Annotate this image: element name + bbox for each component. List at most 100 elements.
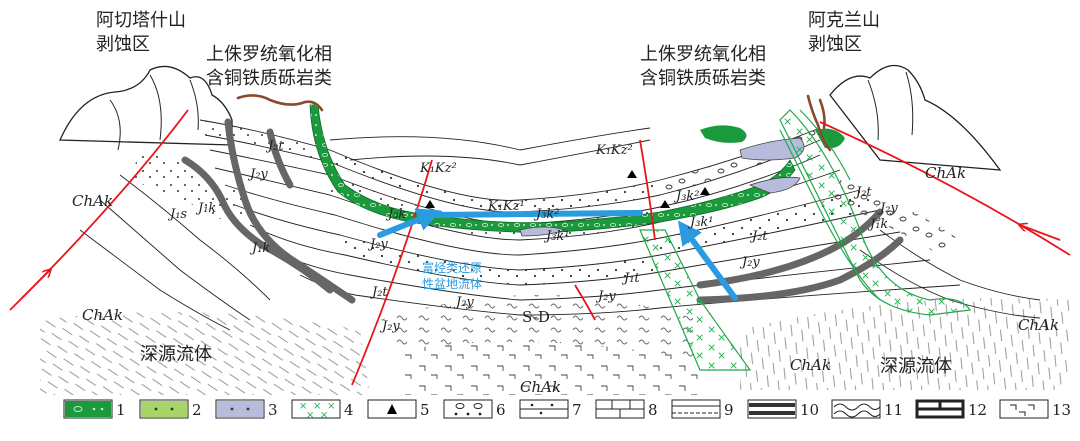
stratum-j2y-l1: J₂y xyxy=(247,167,268,182)
basin-fluid-arrows xyxy=(377,208,738,301)
stratum-j2y-c3: J₂y xyxy=(595,289,616,304)
stratum-j1k-rr: J₁k xyxy=(867,217,888,232)
stratum-j2t-rr: J₂t xyxy=(853,185,872,200)
chak-bottom-mid: ChAk xyxy=(790,356,831,374)
stratum-k1kz1: K₁Kz¹ xyxy=(487,199,525,214)
fault-small xyxy=(574,284,596,321)
legend-swatch-coal-seam xyxy=(747,399,797,419)
svg-text:×: × xyxy=(299,401,307,412)
legend-swatch-pattern xyxy=(596,400,644,418)
fault-center-left xyxy=(351,159,433,386)
legend-swatch-pattern xyxy=(141,401,187,417)
fault-right-outer xyxy=(819,121,1071,256)
sd-label: S-D xyxy=(522,308,550,326)
stratum-j1k-l: J₁k xyxy=(195,201,216,216)
stratum-j2t-l1: J₂t xyxy=(265,139,284,154)
legend-item-coal-seam: 10 xyxy=(747,399,819,419)
legend-swatch-pattern xyxy=(454,403,483,416)
legend-item-brick: 12 xyxy=(915,399,987,419)
legend-item-green-sandstone: 2 xyxy=(139,399,202,419)
legend-swatch-pattern xyxy=(833,403,881,418)
gray-blue-lenses xyxy=(519,137,805,237)
region-right-line1: 阿克兰山 xyxy=(808,10,880,31)
fault-slip-arrows xyxy=(9,225,1061,311)
stratum-j2y-rr: J₂y xyxy=(877,201,898,216)
chak-labels: ChAk ChAk ChAk ChAk ChAk ChAk S-D xyxy=(72,164,1059,396)
chak-right-upper: ChAk xyxy=(925,164,966,182)
stratum-j2y-bl: J₂y xyxy=(379,319,400,334)
legend-label: 1 xyxy=(116,401,126,419)
legend-swatch-pattern: ××××× xyxy=(299,401,335,421)
mountain-right xyxy=(829,64,1002,171)
legend-swatch-pattern xyxy=(217,401,263,417)
svg-text:×: × xyxy=(320,410,328,421)
stratum-j1t-r: J₁t xyxy=(621,271,640,286)
legend-item-green-intrusion: ×××××4 xyxy=(291,399,354,421)
stratum-j1s: J₁s xyxy=(167,207,187,222)
legend-swatch-pattern xyxy=(749,403,795,415)
legend-label: 10 xyxy=(800,401,819,419)
svg-text:×: × xyxy=(306,410,314,421)
legend-label: 9 xyxy=(724,401,734,419)
stratum-j2t-r: J₂t xyxy=(749,229,768,244)
legend-label: 11 xyxy=(884,401,903,419)
stratum-j3k1-r: J₃k¹ xyxy=(687,215,714,230)
legend-label: 6 xyxy=(496,401,506,419)
region-left-line1: 阿切塔什山 xyxy=(96,10,186,31)
region-left-line2: 剥蚀区 xyxy=(96,34,150,55)
stratum-j3k: J₃k xyxy=(385,207,406,222)
deep-fluid-right: 深源流体 xyxy=(880,356,952,377)
facies-right-line1: 上侏罗统氧化相 xyxy=(640,44,766,65)
title-labels: 阿切塔什山 剥蚀区 阿克兰山 剥蚀区 上侏罗统氧化相 含铜铁质砾岩类 上侏罗统氧… xyxy=(96,10,952,377)
legend-item-volcanic: 13 xyxy=(999,399,1071,419)
legend-swatch-pattern xyxy=(672,405,720,414)
fault-center-right xyxy=(639,139,656,241)
stratum-j2t-c: J₂t xyxy=(369,285,388,300)
legend-swatch-pattern xyxy=(915,399,965,419)
facies-left-line2: 含铜铁质砾岩类 xyxy=(206,68,332,89)
legend-label: 5 xyxy=(420,401,430,419)
stratum-k1kz2-a: K₁Kz² xyxy=(419,161,457,176)
legend-item-sandstone: 7 xyxy=(519,399,582,419)
basin-fluid-label: 富烃类还原 性盆地流体 xyxy=(422,260,482,291)
brown-oxidized-trace xyxy=(236,94,832,152)
mountain-left xyxy=(59,65,233,151)
legend-item-siltstone: 9 xyxy=(671,399,734,419)
legend-swatch-siltstone xyxy=(671,399,721,419)
region-right-line2: 剥蚀区 xyxy=(808,34,862,55)
svg-text:×: × xyxy=(313,401,321,412)
svg-text:×: × xyxy=(327,401,335,412)
facies-right-line2: 含铜铁质砾岩类 xyxy=(640,68,766,89)
chak-right-lower: ChAk xyxy=(1018,316,1059,334)
legend-label: 4 xyxy=(344,401,354,419)
ore-triangles xyxy=(425,170,710,208)
deep-fluid-left: 深源流体 xyxy=(140,344,212,365)
stratum-j2y-r: J₂y xyxy=(739,255,760,270)
strata-labels: K₁Kz² K₁Kz² K₁Kz¹ J₃k J₃k² J₃k¹ J₃k¹ J₃k… xyxy=(167,139,898,334)
stratum-k1kz2-b: K₁Kz² xyxy=(595,143,633,158)
stratum-j1k-l2: J₁k xyxy=(249,241,270,256)
basin-fluid-line1: 富烃类还原 xyxy=(422,260,482,275)
legend-label: 2 xyxy=(192,401,202,419)
legend: 123×××××4567891011121314 xyxy=(63,399,1071,421)
legend-swatch-green-intrusion xyxy=(291,399,341,419)
basement-area xyxy=(40,295,1070,395)
stratum-j3k2-r: J₃k² xyxy=(673,189,700,204)
legend-item-copper-oxide-conglomerate: 1 xyxy=(63,399,126,419)
chak-left-lower: ChAk xyxy=(82,306,123,324)
stratum-j3k2-c: J₃k² xyxy=(533,207,560,222)
legend-label: 3 xyxy=(268,401,278,419)
legend-swatch-pattern xyxy=(1010,404,1035,416)
legend-swatch-pattern xyxy=(387,404,397,414)
stratum-j2y-c2: J₂y xyxy=(453,295,474,310)
legend-label: 13 xyxy=(1052,401,1071,419)
legend-item-conglomerate: 6 xyxy=(443,399,506,419)
basin-fluid-line2: 性盆地流体 xyxy=(422,277,482,291)
legend-swatch-pattern xyxy=(65,401,111,417)
legend-label: 12 xyxy=(968,401,987,419)
legend-swatch-volcanic xyxy=(999,399,1049,419)
legend-swatch-pattern xyxy=(520,403,568,415)
legend-label: 7 xyxy=(572,401,582,419)
legend-item-gray-blue-layer: 3 xyxy=(215,399,278,419)
